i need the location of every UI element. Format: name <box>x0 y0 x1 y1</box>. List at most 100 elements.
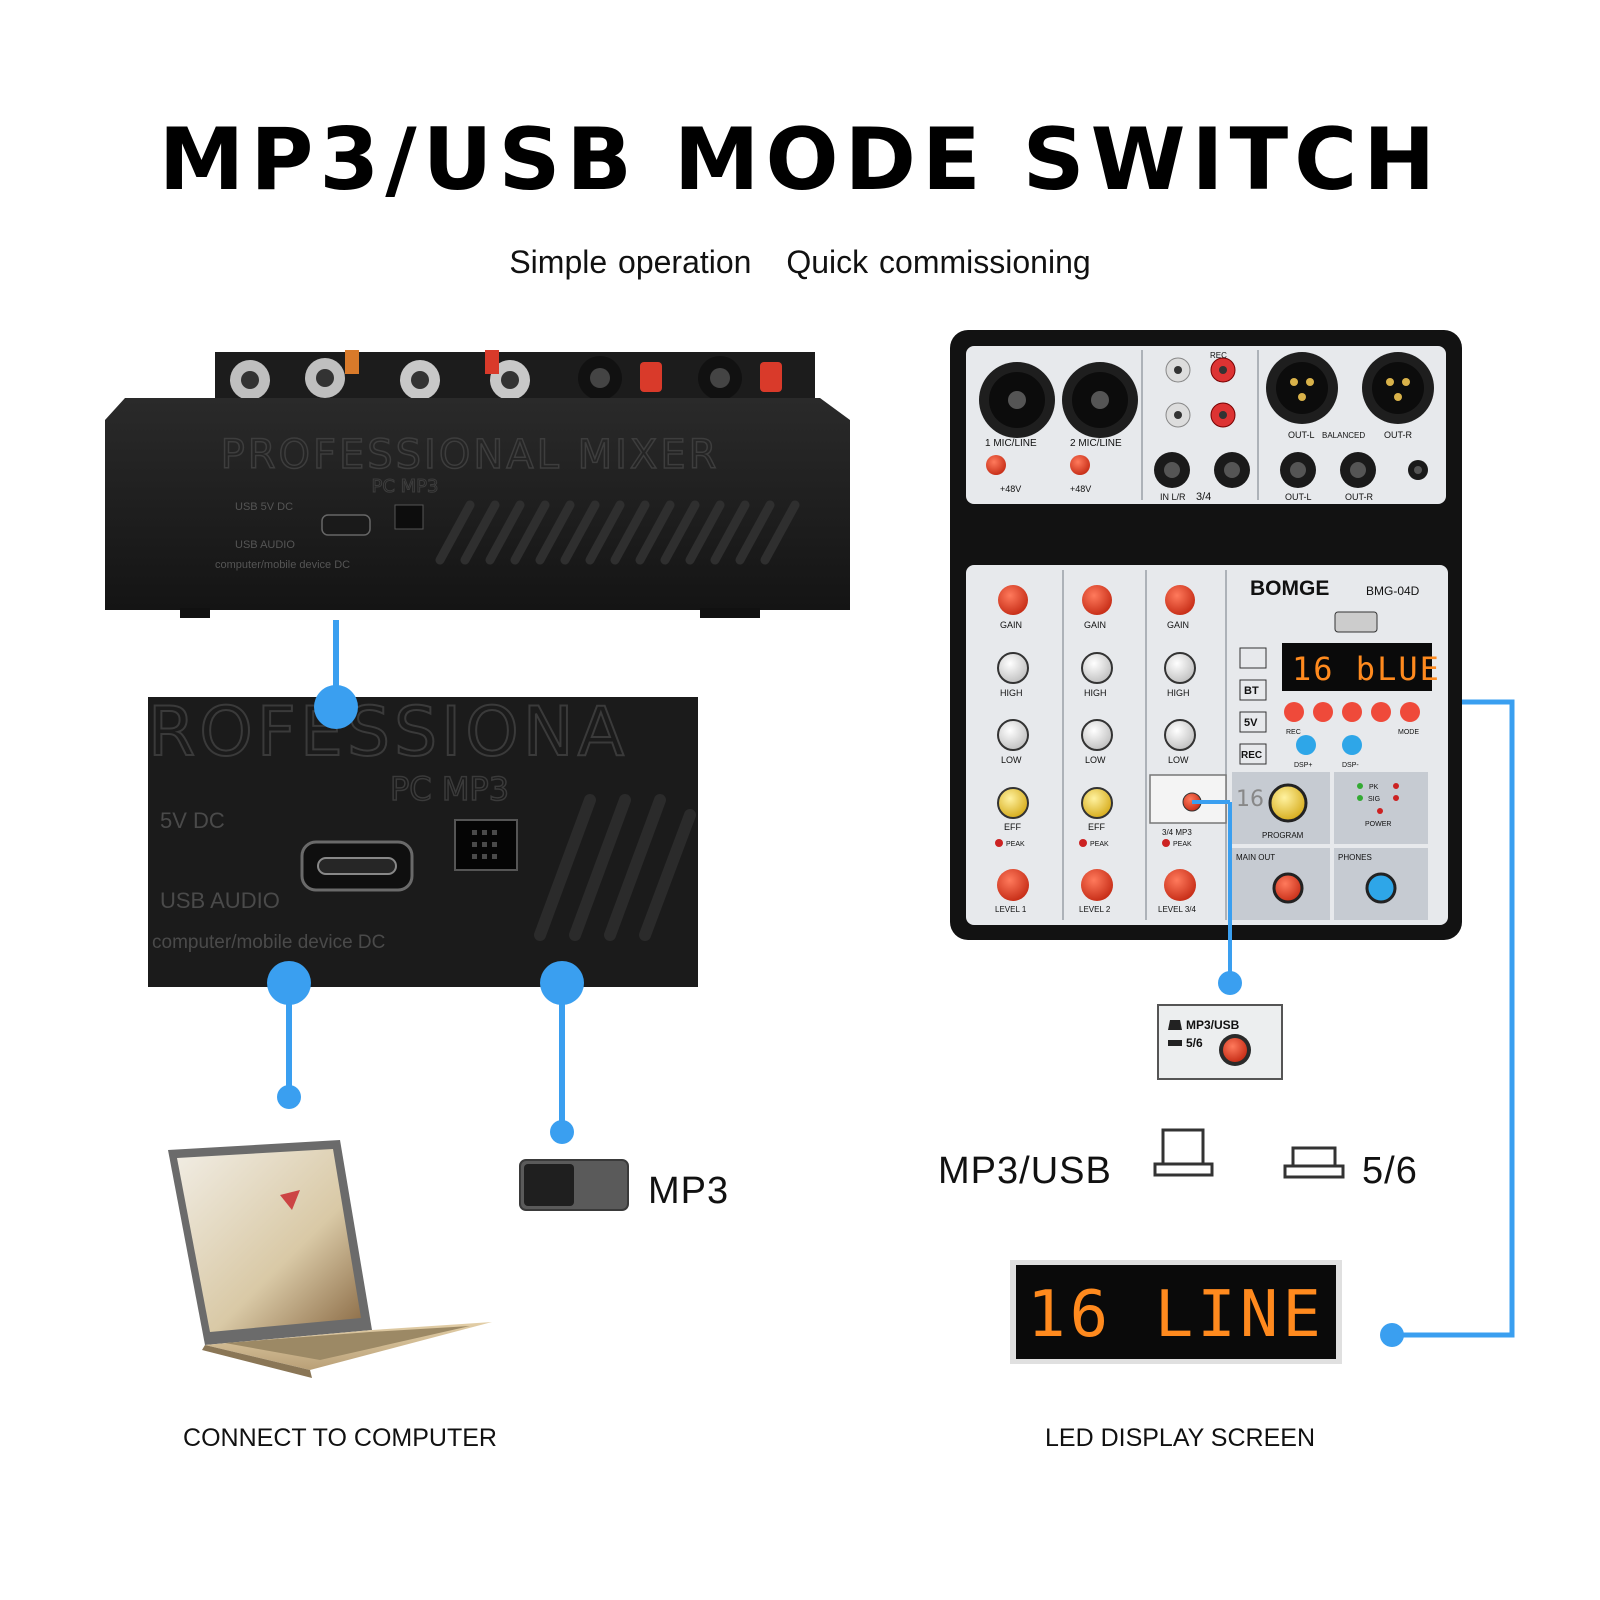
callout-end-led <box>1380 1323 1404 1347</box>
zoom-panel: ROFESSIONA PC MP3 5V DC USB AUDIO comput… <box>147 692 698 987</box>
zoom-port-label-bottom: USB AUDIO <box>160 888 280 913</box>
mixer-led-display <box>1282 643 1432 691</box>
mp3-toggle-switch[interactable] <box>519 1159 629 1211</box>
phones-knob[interactable] <box>1365 872 1397 904</box>
caption-connect-computer: CONNECT TO COMPUTER <box>183 1424 497 1452</box>
play-button[interactable] <box>1342 702 1362 722</box>
mixer-front: 1 MIC/LINE 2 MIC/LINE +48V +48V REC IN L… <box>950 330 1462 940</box>
model-label: BMG-04D <box>1366 584 1420 598</box>
ch2-eff-label: EFF <box>1088 822 1106 832</box>
rec-button[interactable] <box>1284 702 1304 722</box>
pk-led-label: PK <box>1369 784 1379 791</box>
rec-label: REC <box>1210 351 1227 360</box>
phones-label: PHONES <box>1338 853 1372 862</box>
callout-end-switch-detail <box>1218 971 1242 995</box>
xlr-out-l[interactable] <box>1266 352 1338 424</box>
zoom-port-note: computer/mobile device DC <box>152 932 385 953</box>
ch2-label: 2 MIC/LINE <box>1070 438 1122 449</box>
zoom-grip-lines <box>534 794 696 941</box>
channel-34-knobs <box>1162 585 1196 901</box>
mp3-label: MP3 <box>648 1170 730 1212</box>
mode-switch-box <box>1149 774 1227 824</box>
ch2-eff-knob[interactable] <box>1081 787 1113 819</box>
channel-2-knobs <box>1079 585 1113 901</box>
zoom-usb-c-tongue <box>317 857 397 875</box>
ch1-high-label: HIGH <box>1000 688 1023 698</box>
ch2-peak-label: PEAK <box>1090 841 1109 848</box>
switch-detail-button[interactable] <box>1223 1038 1247 1062</box>
rear-usb-c-port[interactable] <box>321 514 371 536</box>
dsp-plus-button[interactable] <box>1296 735 1316 755</box>
rear-port-label-top: USB 5V DC <box>235 501 293 513</box>
ch2-low-knob[interactable] <box>1081 719 1113 751</box>
callout-end-computer <box>277 1085 301 1109</box>
rear-panel: PROFESSIONAL MIXER PC MP3 USB 5V DC USB … <box>105 350 850 618</box>
ch1-low-knob[interactable] <box>997 719 1029 751</box>
rear-port-label-bottom: USB AUDIO <box>235 539 295 551</box>
ch34-high-knob[interactable] <box>1164 652 1196 684</box>
xlr-out-r-label: OUT-R <box>1384 430 1412 440</box>
ch34-gain-knob[interactable] <box>1165 585 1195 615</box>
ch1-low-label: LOW <box>1001 755 1022 765</box>
laptop-image <box>168 1140 492 1378</box>
led-display-text: 16 LINE <box>1027 1278 1325 1352</box>
ch1-eff-knob[interactable] <box>997 787 1029 819</box>
main-out-knob[interactable] <box>1272 872 1304 904</box>
subtitle-simple-operation: Simple operation <box>509 244 752 280</box>
rear-grip-lines <box>435 500 800 565</box>
jack-out-l-label: OUT-L <box>1285 492 1312 502</box>
ch2-level-knob[interactable] <box>1081 869 1113 901</box>
callouts-right <box>1192 699 1515 1347</box>
level2-label: LEVEL 2 <box>1079 905 1111 914</box>
led-display-screen: 16 LINE <box>1010 1260 1342 1364</box>
switch-icon-56 <box>1283 1146 1345 1179</box>
ch34-low-knob[interactable] <box>1164 719 1196 751</box>
phantom-label-1: +48V <box>1000 484 1021 494</box>
prev-button[interactable] <box>1313 702 1333 722</box>
dsp-minus-label: DSP- <box>1342 762 1359 769</box>
page-subtitle: Simple operation Quick commissioning <box>0 244 1600 281</box>
ch34-peak-label: PEAK <box>1173 841 1192 848</box>
callouts-left <box>267 685 584 1144</box>
bt-badge: BT <box>1244 685 1259 697</box>
zoom-port-label-top: 5V DC <box>160 808 225 833</box>
combo-jack-2[interactable] <box>1062 362 1138 438</box>
ch2-high-knob[interactable] <box>1081 652 1113 684</box>
rec-button-label: REC <box>1286 729 1301 736</box>
mode-switch-label: 3/4 MP3 <box>1162 828 1192 837</box>
rear-switch-label: PC MP3 <box>372 476 439 497</box>
mode-button-label: MODE <box>1398 729 1419 736</box>
callout-dot-mode-switch <box>540 961 584 1005</box>
usb-a-port[interactable] <box>1334 611 1378 633</box>
ch34-gain-label: GAIN <box>1167 620 1189 630</box>
ch1-label: 1 MIC/LINE <box>985 438 1037 449</box>
ch1-level-knob[interactable] <box>997 869 1029 901</box>
program-knob[interactable] <box>1268 783 1308 823</box>
power-label: POWER <box>1365 821 1391 828</box>
program-label: PROGRAM <box>1262 831 1304 840</box>
subtitle-quick-commissioning: Quick commissioning <box>786 244 1091 280</box>
callout-end-mp3 <box>550 1120 574 1144</box>
xlr-out-r[interactable] <box>1362 352 1434 424</box>
dsp-minus-button[interactable] <box>1342 735 1362 755</box>
sig-led-label: SIG <box>1368 796 1380 803</box>
ch34-low-label: LOW <box>1168 755 1189 765</box>
level1-label: LEVEL 1 <box>995 905 1027 914</box>
phantom-switch-2[interactable] <box>1070 455 1090 475</box>
rear-mode-switch[interactable] <box>394 504 424 530</box>
combo-jack-1[interactable] <box>979 362 1055 438</box>
phantom-switch-1[interactable] <box>986 455 1006 475</box>
mode-button[interactable] <box>1400 702 1420 722</box>
xlr-out-l-label: OUT-L <box>1288 430 1315 440</box>
ch34-label: 3/4 <box>1196 491 1211 503</box>
mp3usb-label: MP3/USB <box>938 1150 1112 1192</box>
ch1-high-knob[interactable] <box>997 652 1029 684</box>
ch2-gain-label: GAIN <box>1084 620 1106 630</box>
ch2-gain-knob[interactable] <box>1082 585 1112 615</box>
switch-detail-box: MP3/USB 5/6 <box>1157 1004 1283 1080</box>
next-button[interactable] <box>1371 702 1391 722</box>
ch34-level-knob[interactable] <box>1164 869 1196 901</box>
in-lr-label: IN L/R <box>1160 492 1186 502</box>
ch1-gain-knob[interactable] <box>998 585 1028 615</box>
